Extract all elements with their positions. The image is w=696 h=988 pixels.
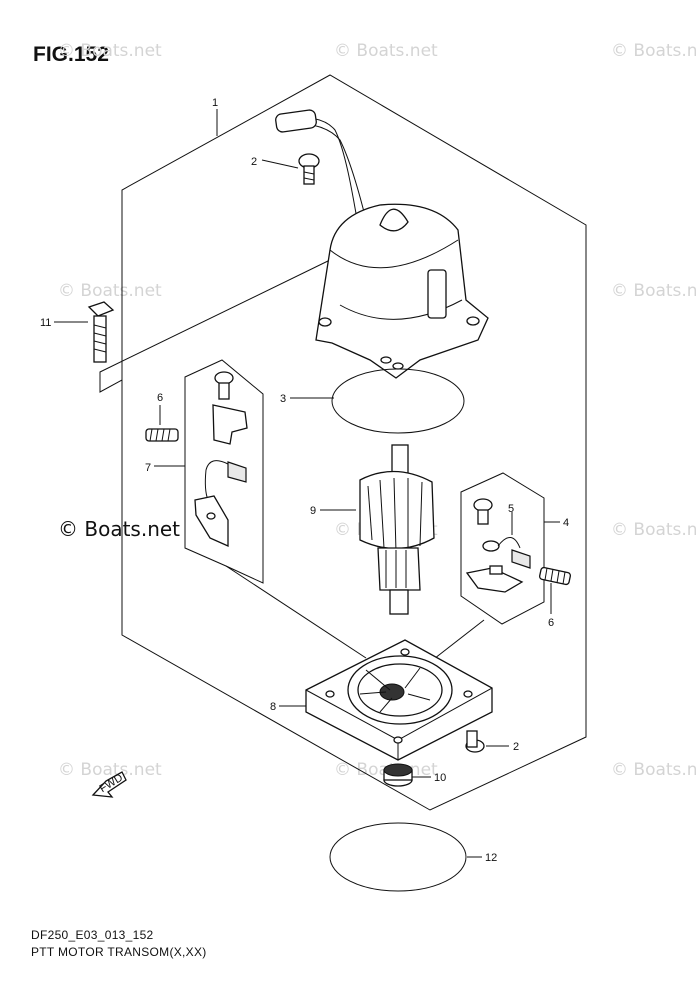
leader-lines xyxy=(54,109,560,858)
callout-3: 3 xyxy=(280,393,286,405)
o-ring-3 xyxy=(331,368,465,434)
brush-holder-4-parts xyxy=(465,498,531,593)
callout-8: 8 xyxy=(270,701,276,713)
screw-2-top xyxy=(298,153,320,185)
watermark: © Boats.net xyxy=(611,520,696,540)
fwd-arrow-icon: FWD xyxy=(91,771,127,798)
brush-holder-box-4 xyxy=(460,472,545,625)
assembly-outline xyxy=(99,74,587,811)
diagram-caption: PTT MOTOR TRANSOM(X,XX) xyxy=(31,945,207,959)
watermark: © Boats.net xyxy=(334,41,438,61)
callout-2: 2 xyxy=(251,156,257,168)
watermark-main: © Boats.net xyxy=(58,517,181,541)
callout-11: 11 xyxy=(40,317,51,329)
armature-9 xyxy=(359,444,435,615)
callout-12: 12 xyxy=(485,852,497,864)
bushing-10 xyxy=(383,763,413,787)
motor-housing xyxy=(275,109,489,379)
callout-2: 2 xyxy=(513,741,519,753)
screw-2-bottom xyxy=(465,730,485,753)
watermark: © Boats.net xyxy=(58,760,162,780)
callout-1: 1 xyxy=(212,97,218,109)
diagram-code: DF250_E03_013_152 xyxy=(31,928,154,942)
watermark: © Boats.net xyxy=(611,760,696,780)
callout-5: 5 xyxy=(508,503,514,515)
spring-6-right xyxy=(538,566,572,586)
end-cover-8 xyxy=(305,639,493,761)
figure-title: FIG.152 xyxy=(33,43,109,66)
brush-holder-7-parts xyxy=(194,371,248,548)
o-ring-12 xyxy=(329,822,467,892)
bolt-11 xyxy=(87,301,115,363)
callout-4: 4 xyxy=(563,517,569,529)
watermark: © Boats.net xyxy=(58,41,162,61)
callout-7: 7 xyxy=(145,462,151,474)
callout-6: 6 xyxy=(548,617,554,629)
callout-numbers: 1 2 3 4 5 6 6 7 8 9 2 10 11 12 xyxy=(40,97,569,864)
watermark: © Boats.net xyxy=(611,41,696,61)
callout-6: 6 xyxy=(157,392,163,404)
watermark: © Boats.net xyxy=(611,281,696,301)
callout-9: 9 xyxy=(310,505,316,517)
callout-10: 10 xyxy=(434,772,446,784)
spring-6-left xyxy=(145,428,179,442)
brush-holder-box-7 xyxy=(184,359,264,584)
watermark: © Boats.net xyxy=(58,281,162,301)
